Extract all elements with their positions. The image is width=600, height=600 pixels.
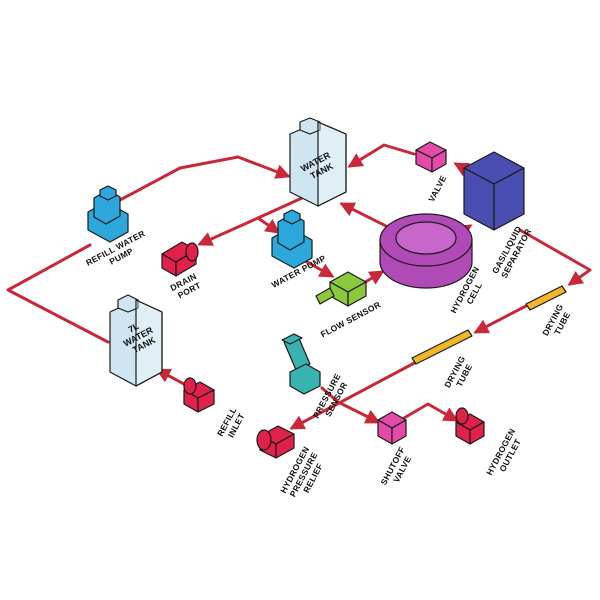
pipe-refill-pump-to-water-tank — [118, 155, 291, 202]
flow-sensor-side — [347, 281, 367, 307]
outlet-nozzle — [455, 407, 469, 425]
pipe-water-tank-down — [256, 196, 304, 220]
drying-tube-1[interactable]: DRYING TUBE — [525, 285, 575, 342]
pressure-sensor[interactable]: PRESSURE SENSOR — [281, 333, 353, 425]
pipe-cell-to-water-tank — [339, 202, 392, 230]
pressure-sensor-top — [281, 333, 303, 345]
pipe-drying-tube-2-to-relief — [289, 358, 422, 430]
svg-text:SHUTOFF VALVE: SHUTOFF VALVE — [378, 442, 417, 491]
water-pump-cap — [283, 209, 301, 225]
relief-side — [275, 433, 295, 459]
valve-label: VALVE — [426, 174, 448, 204]
gas-liquid-separator[interactable]: GAS/LIQUID SEPARATOR — [463, 151, 534, 280]
pressure-sensor-base — [289, 363, 321, 395]
svg-text:REFILL INLET: REFILL INLET — [215, 403, 249, 442]
svg-text:GAS/LIQUID SEPARATOR: GAS/LIQUID SEPARATOR — [490, 222, 534, 280]
svg-text:DRYING TUBE: DRYING TUBE — [442, 352, 477, 394]
shutoff-valve[interactable]: SHUTOFF VALVE — [377, 411, 417, 491]
water-tank[interactable]: WATER TANK — [289, 117, 347, 207]
7l-tank-highlight — [135, 299, 163, 387]
pipe-to-drain-port — [197, 216, 260, 246]
hydrogen-cell-plate — [395, 221, 457, 255]
svg-text:DRYING TUBE: DRYING TUBE — [540, 300, 575, 342]
refill-inlet-nozzle — [183, 377, 197, 395]
pipe-pressure-sensor-to-shutoff — [320, 386, 381, 424]
hydrogen-cell[interactable]: HYDROGEN CELL — [379, 213, 491, 320]
outlet-side — [469, 421, 485, 445]
pipe-to-water-pump — [256, 216, 281, 234]
pipe-separator-to-drying-tube-1 — [518, 228, 592, 286]
flow-sensor[interactable]: FLOW SENSOR — [315, 271, 382, 339]
pipe-shutoff-to-outlet — [402, 402, 459, 422]
drying-tube-2-body — [411, 329, 473, 365]
drain-port-nozzle — [185, 242, 199, 262]
separator-side — [493, 167, 525, 231]
water-tank-neck — [299, 117, 321, 135]
flow-sensor-label: FLOW SENSOR — [319, 299, 382, 339]
pipe-7l-tank-to-left-corner — [6, 243, 110, 344]
hydrogen-outlet[interactable]: HYDROGEN OUTLET — [455, 407, 527, 482]
refill-inlet-side — [197, 389, 215, 413]
drain-port[interactable]: DRAIN PORT — [161, 241, 205, 302]
drying-tube-2[interactable]: DRYING TUBE — [411, 329, 477, 394]
refill-water-pump[interactable]: REFILL WATER PUMP — [84, 185, 154, 277]
svg-text:FLOW SENSOR: FLOW SENSOR — [319, 299, 382, 339]
pipe-drying-tube-1-to-2 — [473, 304, 528, 334]
refill-pump-cap — [99, 185, 117, 201]
relief-nozzle — [256, 429, 272, 451]
svg-text:VALVE: VALVE — [426, 174, 448, 204]
shutoff-side — [391, 419, 407, 445]
water-pump[interactable]: WATER PUMP — [270, 209, 328, 290]
svg-text:7L WATER TANK: 7L WATER TANK — [117, 315, 161, 358]
hydrogen-pressure-relief[interactable]: HYDROGEN PRESSURE RELIEF — [256, 425, 330, 504]
pipe-valve-to-water-tank — [347, 143, 416, 168]
refill-inlet[interactable]: REFILL INLET — [183, 377, 249, 443]
water-tank-highlight — [317, 121, 347, 207]
drying-tube-1-body — [525, 285, 567, 311]
7l-water-tank[interactable]: 7L WATER TANK — [109, 294, 163, 387]
valve-side — [431, 149, 447, 173]
flow-sensor-inlet — [315, 287, 335, 305]
7l-tank-neck — [117, 294, 139, 313]
svg-text:HYDROGEN OUTLET: HYDROGEN OUTLET — [484, 424, 527, 481]
valve[interactable]: VALVE — [415, 141, 448, 204]
